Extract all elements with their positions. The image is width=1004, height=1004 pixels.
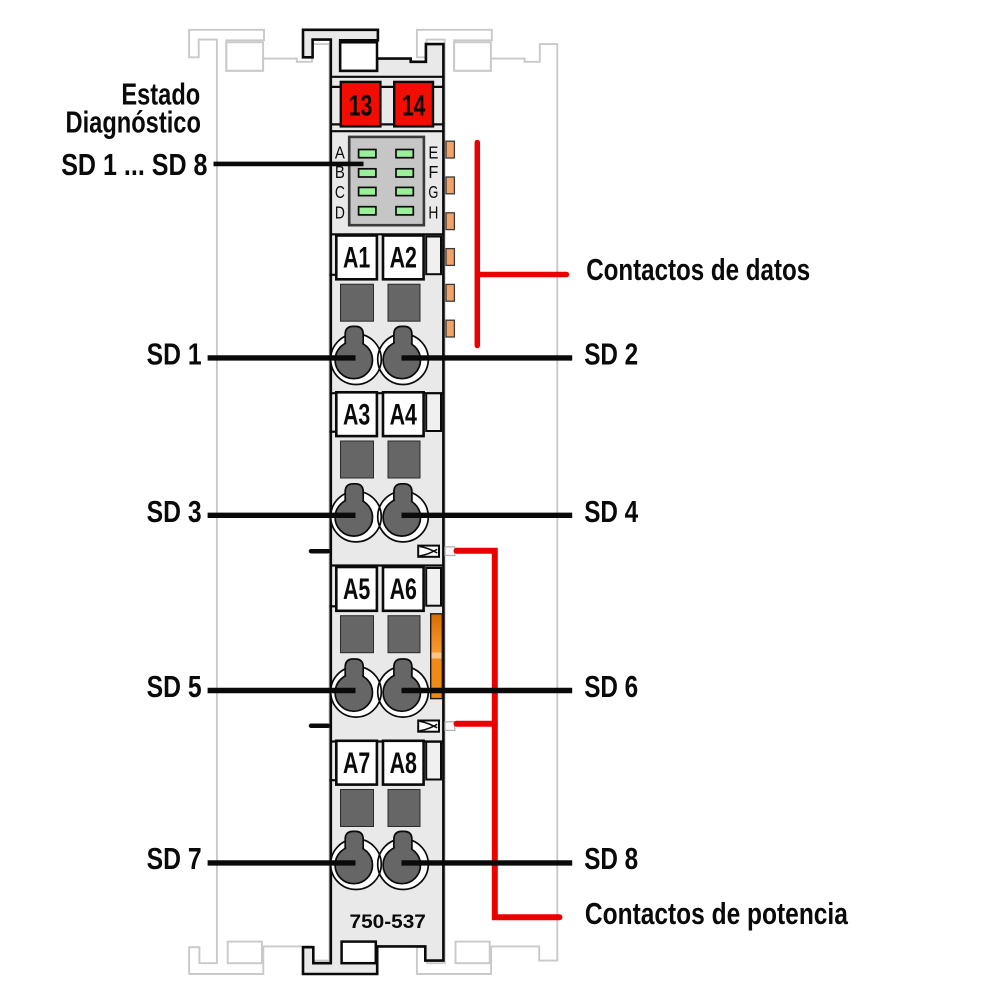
svg-text:SD 6: SD 6 bbox=[584, 669, 638, 704]
svg-text:E: E bbox=[428, 143, 438, 163]
svg-text:13: 13 bbox=[349, 89, 373, 122]
svg-text:A6: A6 bbox=[390, 573, 417, 606]
svg-text:750-537: 750-537 bbox=[350, 912, 426, 933]
svg-text:SD 2: SD 2 bbox=[584, 337, 638, 372]
svg-text:A7: A7 bbox=[343, 747, 370, 780]
svg-text:B: B bbox=[335, 162, 345, 182]
svg-text:SD 7: SD 7 bbox=[147, 841, 202, 876]
svg-text:A8: A8 bbox=[390, 747, 417, 780]
svg-text:A: A bbox=[335, 143, 345, 163]
svg-text:A4: A4 bbox=[390, 398, 418, 431]
svg-text:A3: A3 bbox=[343, 398, 370, 431]
svg-text:A5: A5 bbox=[343, 573, 370, 606]
svg-text:Diagnóstico: Diagnóstico bbox=[66, 104, 201, 139]
svg-text:D: D bbox=[335, 202, 345, 222]
svg-text:G: G bbox=[428, 182, 438, 202]
svg-text:SD 1: SD 1 bbox=[147, 337, 202, 372]
svg-text:14: 14 bbox=[402, 89, 426, 122]
svg-text:SD 3: SD 3 bbox=[147, 494, 202, 529]
svg-text:SD 8: SD 8 bbox=[584, 841, 638, 876]
svg-text:C: C bbox=[335, 182, 345, 202]
svg-text:SD 5: SD 5 bbox=[147, 669, 202, 704]
svg-text:A2: A2 bbox=[390, 242, 417, 275]
svg-text:F: F bbox=[428, 162, 438, 182]
svg-text:A1: A1 bbox=[343, 242, 370, 275]
svg-text:SD 4: SD 4 bbox=[584, 494, 639, 529]
svg-text:H: H bbox=[428, 202, 438, 222]
svg-text:Contactos de potencia: Contactos de potencia bbox=[585, 896, 849, 931]
svg-text:Estado: Estado bbox=[121, 77, 200, 112]
svg-text:Contactos de datos: Contactos de datos bbox=[586, 252, 810, 287]
svg-text:SD 1 ... SD 8: SD 1 ... SD 8 bbox=[61, 147, 207, 182]
